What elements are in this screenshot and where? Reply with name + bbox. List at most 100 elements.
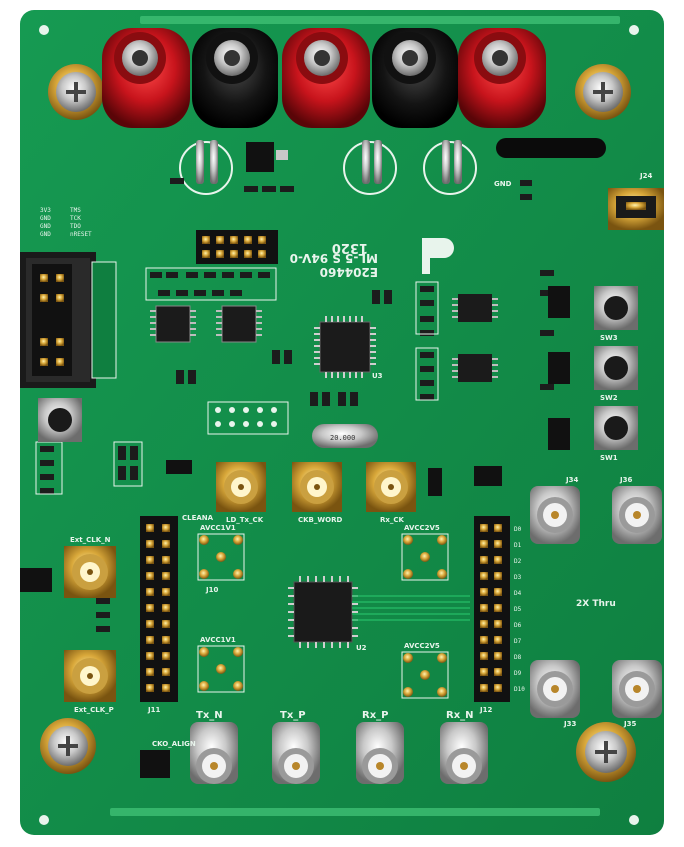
board-date-code: 1320 [332, 240, 368, 255]
pin-label-d4: D4 [514, 590, 522, 597]
pin-label-d10: D10 [514, 686, 525, 693]
ic-right-lower [452, 354, 498, 382]
j12-label: J12 [479, 706, 492, 714]
bnc-j35 [612, 660, 662, 718]
cko-align-label: CKO_ALIGN [152, 740, 196, 748]
ic-tssop-left [150, 305, 196, 343]
u3-label: U3 [372, 372, 383, 380]
binding-post-red-2 [282, 28, 370, 128]
jtag-right-0: TMS [70, 207, 81, 214]
push-button-sw3 [594, 286, 638, 330]
pin-label-d7: D7 [514, 638, 522, 645]
sma-label-ld-tx-ck: LD_Tx_CK [226, 516, 264, 524]
bnc-label-j36: J36 [619, 476, 632, 484]
cleana-label: CLEANA [182, 514, 214, 522]
crystal-oscillator: 20.000 [312, 424, 378, 448]
pin-header-2x6-middle [207, 401, 289, 435]
sw1-label: SW1 [600, 454, 618, 462]
mounting-screw-bottom-left [40, 718, 96, 774]
test-footprint-avcc1v1-bottom [197, 645, 245, 693]
corner-marks [39, 25, 639, 825]
avcc2v5-top-label: AVCC2V5 [404, 524, 440, 532]
pin-label-d3: D3 [514, 574, 522, 581]
avcc2v5-bottom-label: AVCC2V5 [404, 642, 440, 650]
sw3-label: SW3 [600, 334, 618, 342]
push-button-sw1 [594, 406, 638, 450]
sma-label-rx-ck: Rx_CK [380, 516, 405, 524]
avcc1v1-bottom-label: AVCC1V1 [200, 636, 236, 644]
j11-label: J11 [147, 706, 160, 714]
jtag-left-3: GND [40, 231, 51, 238]
bnc-label-j33: J33 [563, 720, 576, 728]
test-footprint-avcc1v1-top [197, 533, 245, 581]
gnd-label: GND [494, 180, 512, 188]
jtag-right-3: nRESET [70, 231, 92, 238]
test-footprint-avcc2v5-top [401, 533, 449, 581]
mounting-screw-bottom-right [576, 722, 636, 782]
binding-post-red-1 [102, 28, 190, 128]
mounting-screw-top-right [575, 64, 631, 120]
ic-right-upper [452, 294, 498, 322]
bnc-label-j34: J34 [565, 476, 578, 484]
jtag-box-header [20, 252, 117, 388]
jtag-right-2: TDO [70, 223, 81, 230]
pin-label-d8: D8 [514, 654, 522, 661]
mini-usb-connector [608, 188, 664, 230]
bnc-label-tx-n: Tx_N [196, 710, 223, 721]
pin-label-d2: D2 [514, 558, 522, 565]
jumpers-middle [20, 460, 502, 778]
crystal-marking: 20.000 [330, 434, 355, 442]
bnc-j33 [530, 660, 580, 718]
pin-label-d0: D0 [514, 526, 522, 533]
mounting-screw-top-left [48, 64, 104, 120]
board-file-number: E204460 [320, 265, 378, 279]
board-rating-code: ML-5 S 94V-0 [290, 251, 378, 265]
pin-label-d6: D6 [514, 622, 522, 629]
sma-ext-clk-n [64, 546, 116, 598]
ic-tssop-right [216, 305, 262, 343]
right-header-pin-labels: D0 D1 D2 D3 D4 D5 D6 D7 D8 D9 D10 [514, 526, 525, 693]
smd-resistors [40, 178, 554, 632]
j24-label: J24 [639, 172, 652, 180]
thru-label: 2X Thru [576, 599, 616, 609]
u2-label: U2 [356, 644, 367, 652]
push-button-left [38, 398, 82, 442]
sma-ext-clk-p [64, 650, 116, 702]
bnc-label-j35: J35 [623, 720, 636, 728]
jtag-labels: 3V3 GND GND GND TMS TCK TDO nRESET [40, 207, 92, 238]
bnc-rx-n [440, 722, 488, 784]
ul-logo [422, 238, 454, 274]
jtag-right-1: TCK [70, 215, 81, 222]
bnc-rx-p [356, 722, 404, 784]
binding-post-red-3 [458, 28, 546, 128]
pin-header-2x5-top [196, 230, 278, 264]
redacted-marking [496, 138, 606, 158]
avcc1v1-top-label: AVCC1V1 [200, 524, 236, 532]
jumper-blocks-right [548, 286, 570, 450]
sma-label-ckb-word: CKB_WORD [298, 516, 342, 524]
pin-label-d1: D1 [514, 542, 522, 549]
binding-post-black-2 [372, 28, 458, 128]
sma-ckb-word [292, 462, 342, 512]
capacitor-pins [196, 140, 462, 184]
bnc-label-rx-n: Rx_N [446, 710, 474, 721]
voltage-regulator [246, 142, 288, 172]
push-button-sw2 [594, 346, 638, 390]
binding-post-black-1 [192, 28, 278, 128]
bnc-tx-n [190, 722, 238, 784]
jtag-left-2: GND [40, 223, 51, 230]
pin-header-left-column [140, 516, 178, 702]
sma-ld-tx-ck [216, 462, 266, 512]
jtag-left-1: GND [40, 215, 51, 222]
sw2-label: SW2 [600, 394, 618, 402]
j10-label: J10 [205, 586, 218, 594]
main-chip-qfn [288, 576, 358, 648]
bnc-label-rx-p: Rx_P [362, 710, 388, 721]
bnc-j36 [612, 486, 662, 544]
test-footprint-avcc2v5-bottom [401, 651, 449, 699]
bnc-label-tx-p: Tx_P [280, 710, 306, 721]
pin-header-right-column [474, 516, 510, 702]
jtag-left-0: 3V3 [40, 207, 51, 214]
